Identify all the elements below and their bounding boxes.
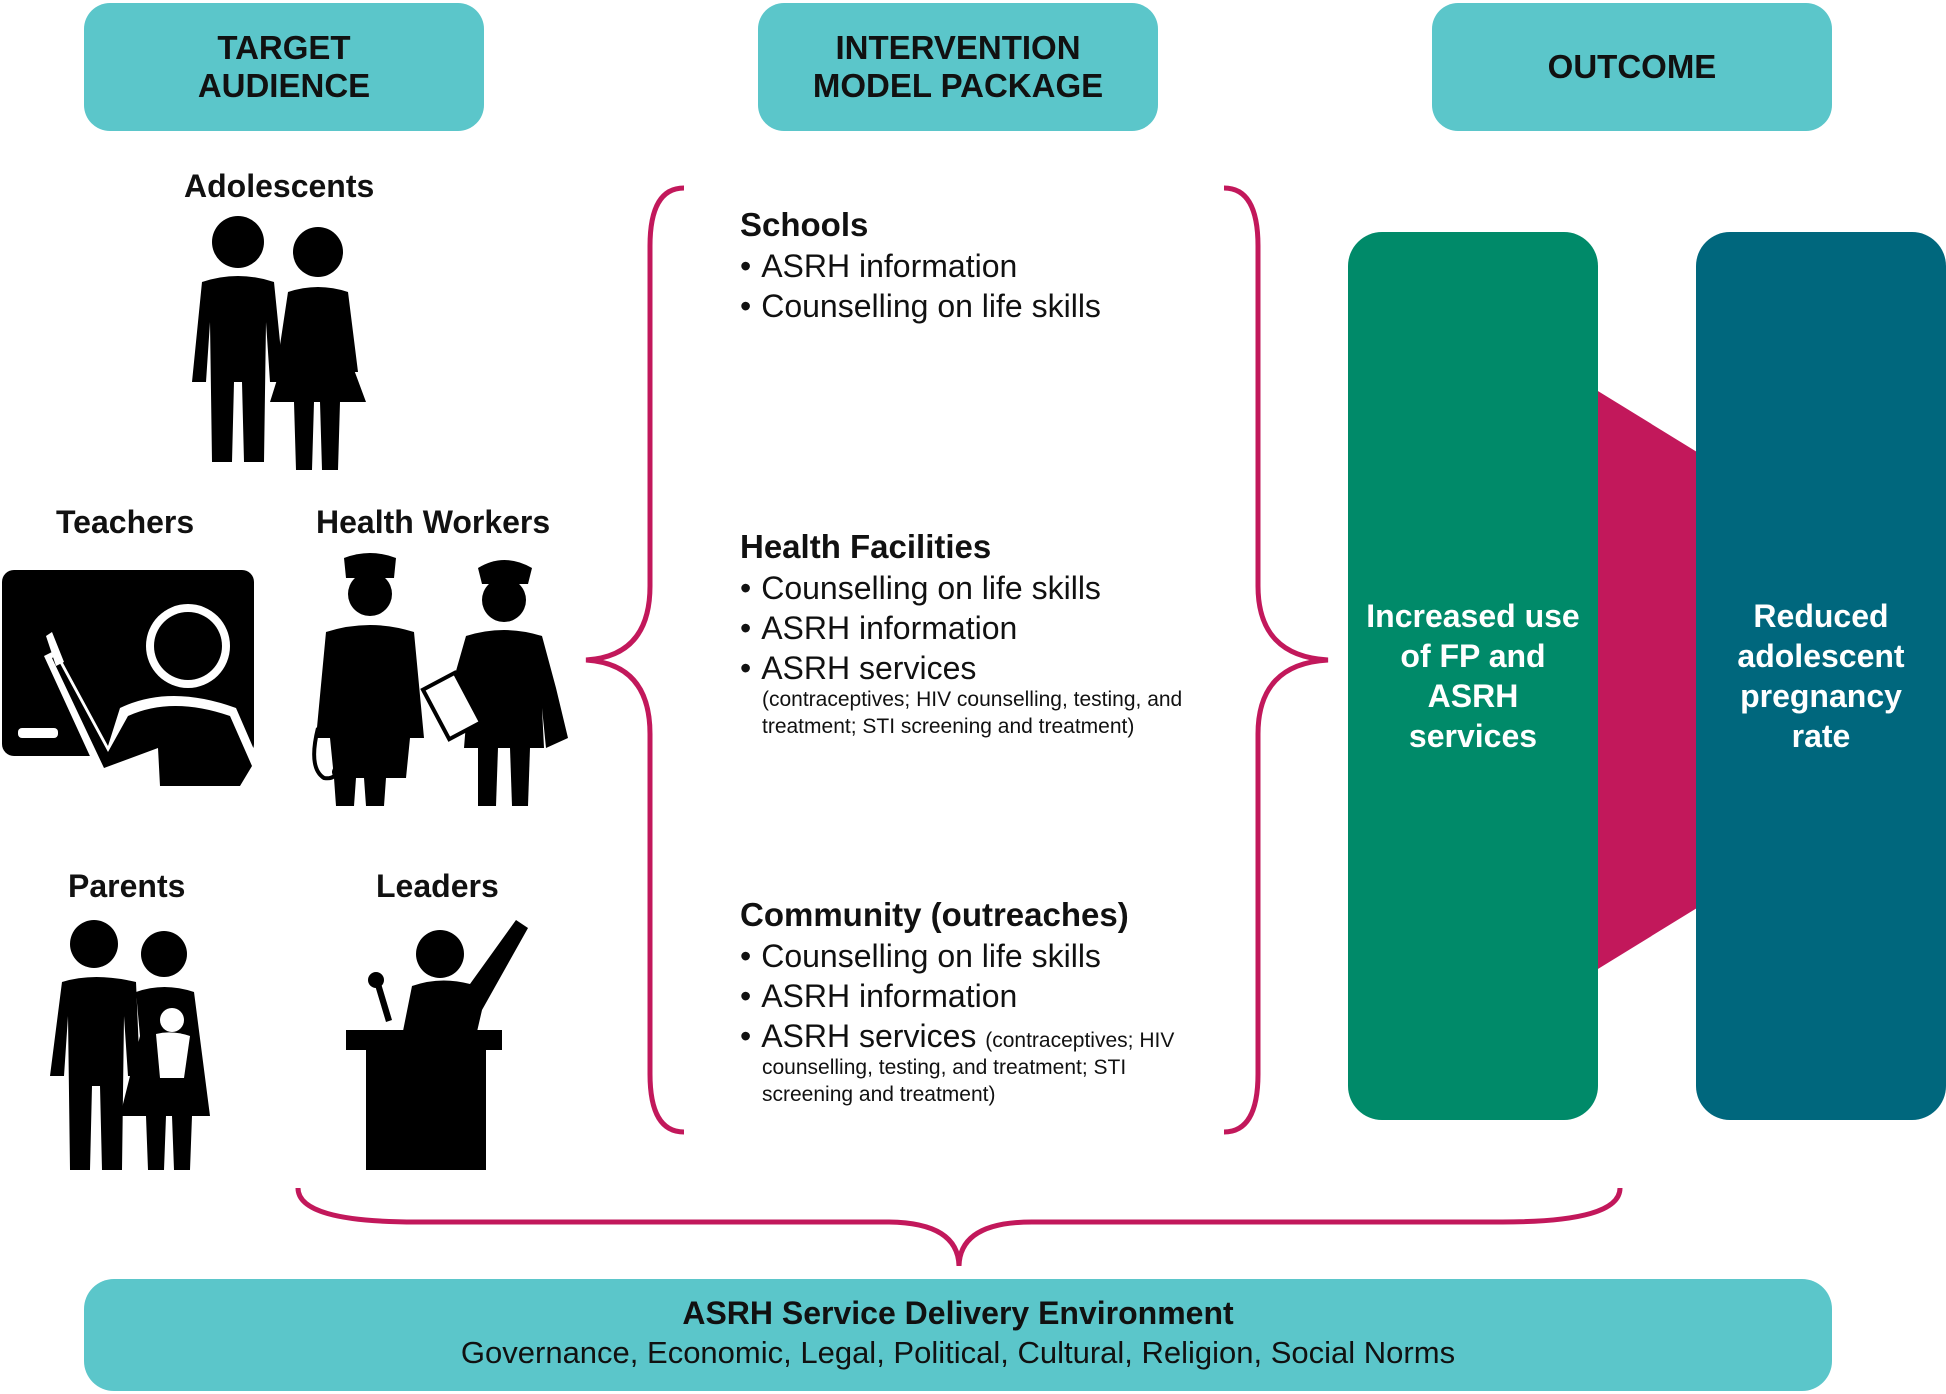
health-workers-icon: [312, 553, 568, 806]
outcome-reduced-pregnancy: Reduced adolescent pregnancy rate: [1696, 232, 1946, 1120]
list-item: ASRH information: [740, 608, 1101, 648]
list-item: Counselling on life skills: [740, 568, 1101, 608]
label-adolescents: Adolescents: [184, 168, 375, 204]
list-item: ASRH services: [740, 648, 1101, 688]
header-target-audience: TARGET AUDIENCE: [84, 3, 484, 131]
schools-list: ASRH information Counselling on life ski…: [740, 246, 1101, 326]
outcome-increased-use-label: Increased use of FP and ASRH services: [1366, 598, 1580, 754]
list-item: Counselling on life skills: [740, 936, 1174, 976]
list-item: ASRH information: [740, 246, 1101, 286]
list-item: ASRH services (contraceptives; HIV: [740, 1016, 1174, 1061]
outcome-increased-use: Increased use of FP and ASRH services: [1348, 232, 1598, 1120]
service-delivery-environment: ASRH Service Delivery Environment Govern…: [84, 1279, 1832, 1391]
label-parents: Parents: [68, 868, 186, 904]
outcome-reduced-pregnancy-label: Reduced adolescent pregnancy rate: [1737, 598, 1905, 754]
section-health-facilities-title: Health Facilities: [740, 528, 992, 565]
health-facilities-detail: (contraceptives; HIV counselling, testin…: [762, 688, 1183, 738]
teacher-icon: [2, 570, 262, 794]
label-leaders: Leaders: [376, 868, 499, 904]
right-brace: [1223, 185, 1329, 1135]
list-item: ASRH information: [740, 976, 1174, 1016]
footer-subtitle: Governance, Economic, Legal, Political, …: [460, 1335, 1456, 1370]
leader-podium-icon: [346, 920, 528, 1170]
label-teachers: Teachers: [56, 504, 195, 540]
section-schools-title: Schools: [740, 206, 869, 243]
header-target-audience-label: TARGET AUDIENCE: [197, 29, 371, 104]
list-item: Counselling on life skills: [740, 286, 1101, 326]
left-brace: [585, 185, 685, 1135]
bottom-brace: [295, 1187, 1623, 1267]
outcome-connector: [1580, 380, 1710, 980]
section-community-title: Community (outreaches): [740, 896, 1129, 933]
parents-icon: [50, 920, 210, 1170]
community-services-label: ASRH services: [761, 1018, 977, 1054]
community-services-inline-detail: (contraceptives; HIV: [985, 1029, 1175, 1052]
header-outcome-label: OUTCOME: [1547, 48, 1717, 85]
community-list: Counselling on life skills ASRH informat…: [740, 936, 1174, 1061]
footer-title: ASRH Service Delivery Environment: [682, 1295, 1234, 1331]
label-health-workers: Health Workers: [316, 504, 551, 540]
header-outcome: OUTCOME: [1432, 3, 1832, 131]
health-facilities-list: Counselling on life skills ASRH informat…: [740, 568, 1101, 688]
header-intervention-model: INTERVENTION MODEL PACKAGE: [758, 3, 1158, 131]
header-intervention-label: INTERVENTION MODEL PACKAGE: [812, 29, 1104, 104]
community-detail: counselling, testing, and treatment; STI…: [762, 1056, 1127, 1106]
adolescents-icon: [192, 216, 366, 470]
